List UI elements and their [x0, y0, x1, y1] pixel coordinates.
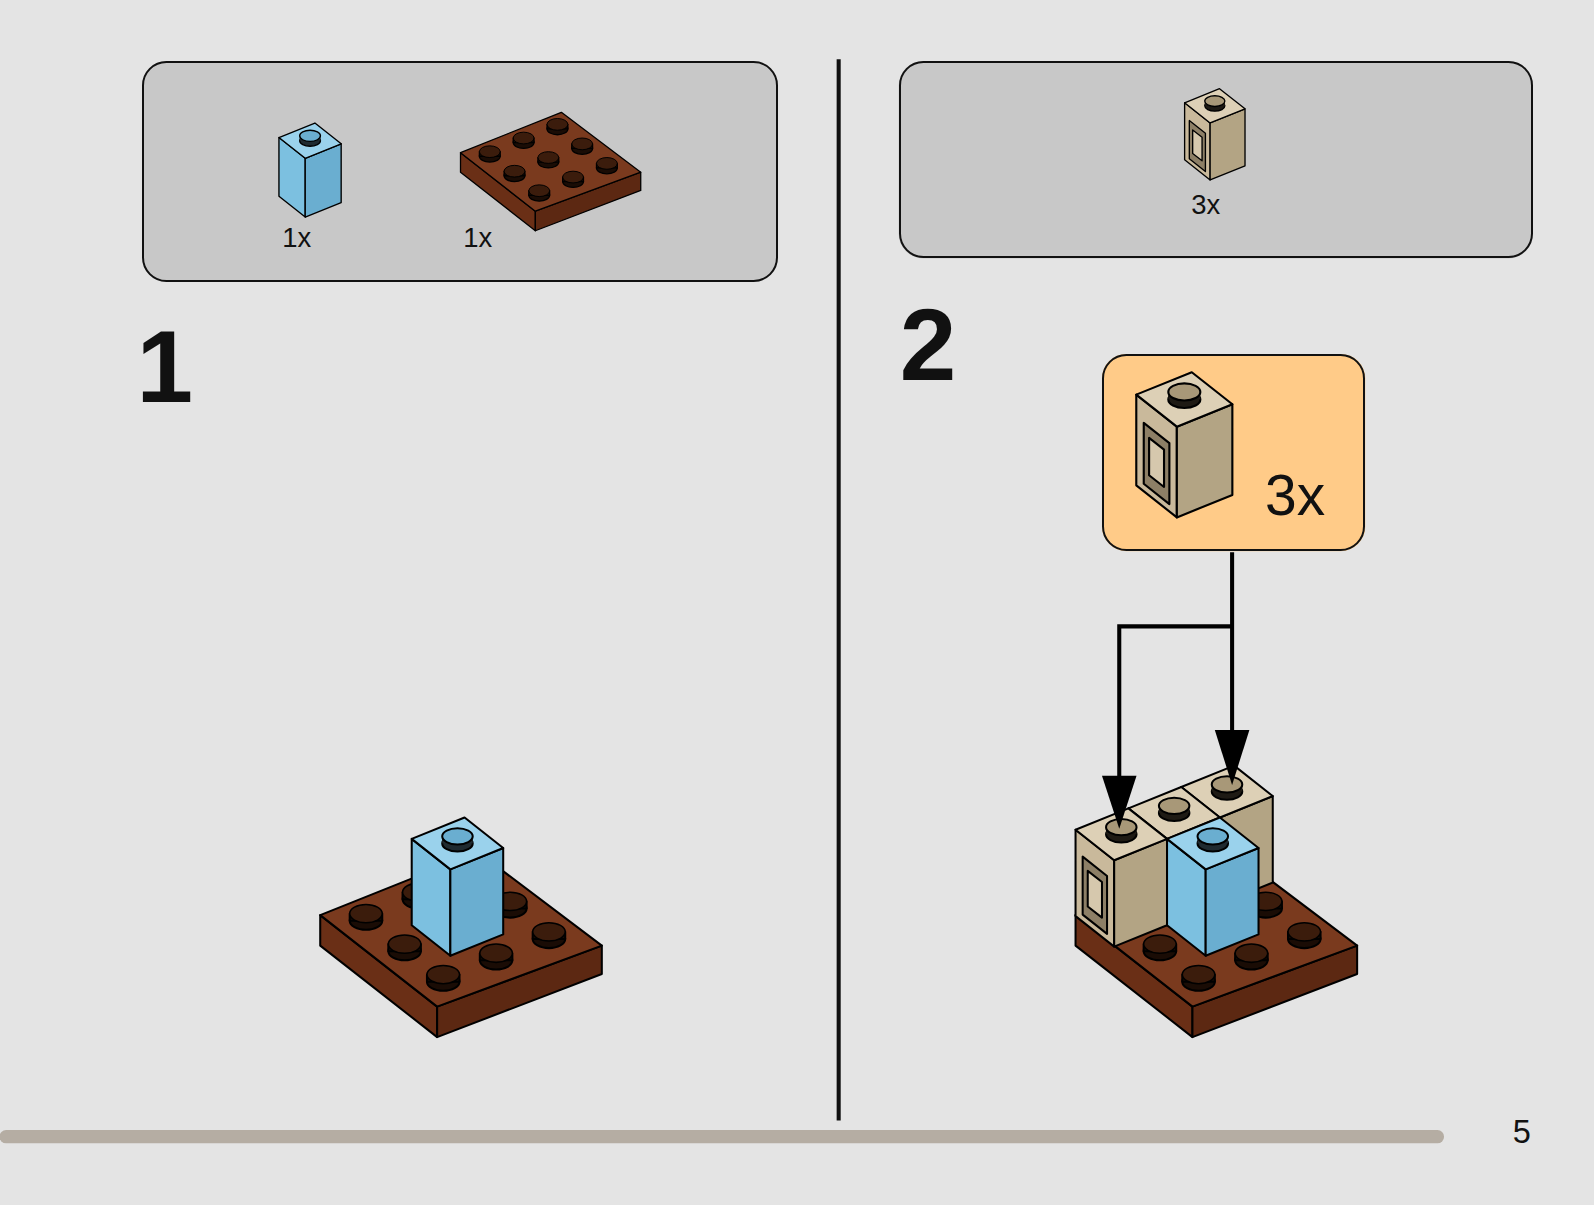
- parts-list-panel: 1x 1x: [142, 61, 777, 282]
- page-number: 5: [1513, 1116, 1531, 1149]
- part-quantity: 3x: [1191, 192, 1220, 219]
- part-quantity: 1x: [463, 224, 492, 251]
- callout-box: 3x: [1102, 354, 1365, 551]
- parts-list-panel: 3x: [899, 61, 1533, 258]
- step-number: 2: [900, 295, 957, 397]
- step-number: 1: [136, 317, 193, 419]
- part-quantity: 1x: [282, 224, 311, 251]
- part-quantity: 3x: [1265, 467, 1325, 524]
